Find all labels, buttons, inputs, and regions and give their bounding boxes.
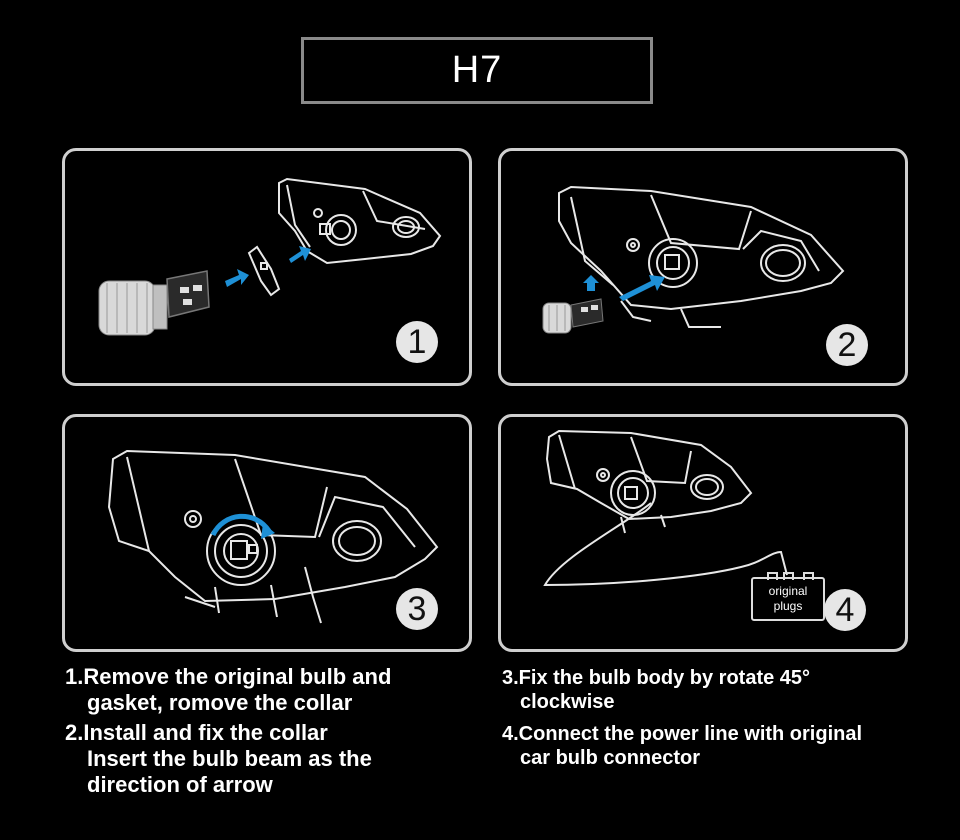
plug-pin: [767, 572, 778, 580]
step-panel-3: 3: [62, 414, 472, 652]
step-number-badge: 2: [826, 324, 868, 366]
step2-line2: Insert the bulb beam as the: [87, 746, 372, 771]
rotate-arrowhead-icon: [261, 523, 275, 539]
step4-line1: 4.Connect the power line with original: [502, 723, 863, 745]
panel-2-illustration: [542, 185, 845, 334]
step2-line3: direction of arrow: [87, 772, 273, 797]
plug-pin: [783, 572, 794, 580]
instruction-step-1: 1.Remove the original bulb and gasket, r…: [65, 664, 391, 716]
instruction-step-2: 2.Install and fix the collar Insert the …: [65, 720, 372, 798]
instruction-step-4: 4.Connect the power line with original c…: [502, 722, 862, 770]
led-bulb: [98, 270, 210, 336]
power-cable: [543, 502, 788, 587]
page-title: H7: [451, 49, 503, 91]
arrow-icon: [619, 275, 665, 301]
step2-line1: 2.Install and fix the collar: [65, 720, 328, 745]
step-panel-2: 2: [498, 148, 908, 386]
led-bulb: [542, 298, 604, 334]
headlight-housing: [558, 185, 845, 328]
arrow-up-icon: [583, 275, 599, 291]
step-panel-1: 1: [62, 148, 472, 386]
arrow-icon: [225, 269, 249, 287]
step4-line2: car bulb connector: [520, 747, 701, 769]
plug-pin: [803, 572, 814, 580]
step-number-badge: 1: [396, 321, 438, 363]
instruction-step-3: 3.Fix the bulb body by rotate 45° clockw…: [502, 666, 810, 714]
original-plugs-connector: original plugs: [751, 572, 825, 621]
headlight-housing: [107, 449, 439, 624]
headlight-housing: [278, 177, 442, 265]
step-panel-4: original plugs 4: [498, 414, 908, 652]
arrow-icon: [289, 246, 311, 263]
step3-line1: 3.Fix the bulb body by rotate 45°: [502, 667, 811, 689]
headlight-housing: [545, 429, 753, 534]
panel-4-illustration: [543, 429, 788, 587]
step-number-badge: 3: [396, 588, 438, 630]
step1-line1: 1.Remove the original bulb and: [65, 664, 392, 689]
title-box: H7: [301, 37, 653, 104]
panel-1-illustration: [98, 177, 442, 336]
step3-line2: clockwise: [520, 691, 615, 713]
gasket: [247, 245, 281, 297]
panel-3-illustration: [107, 449, 439, 624]
plug-label-line1: original: [768, 584, 808, 598]
plug-label-line2: plugs: [773, 599, 803, 613]
step1-line2: gasket, romove the collar: [87, 690, 353, 715]
step-number-badge: 4: [824, 589, 866, 631]
